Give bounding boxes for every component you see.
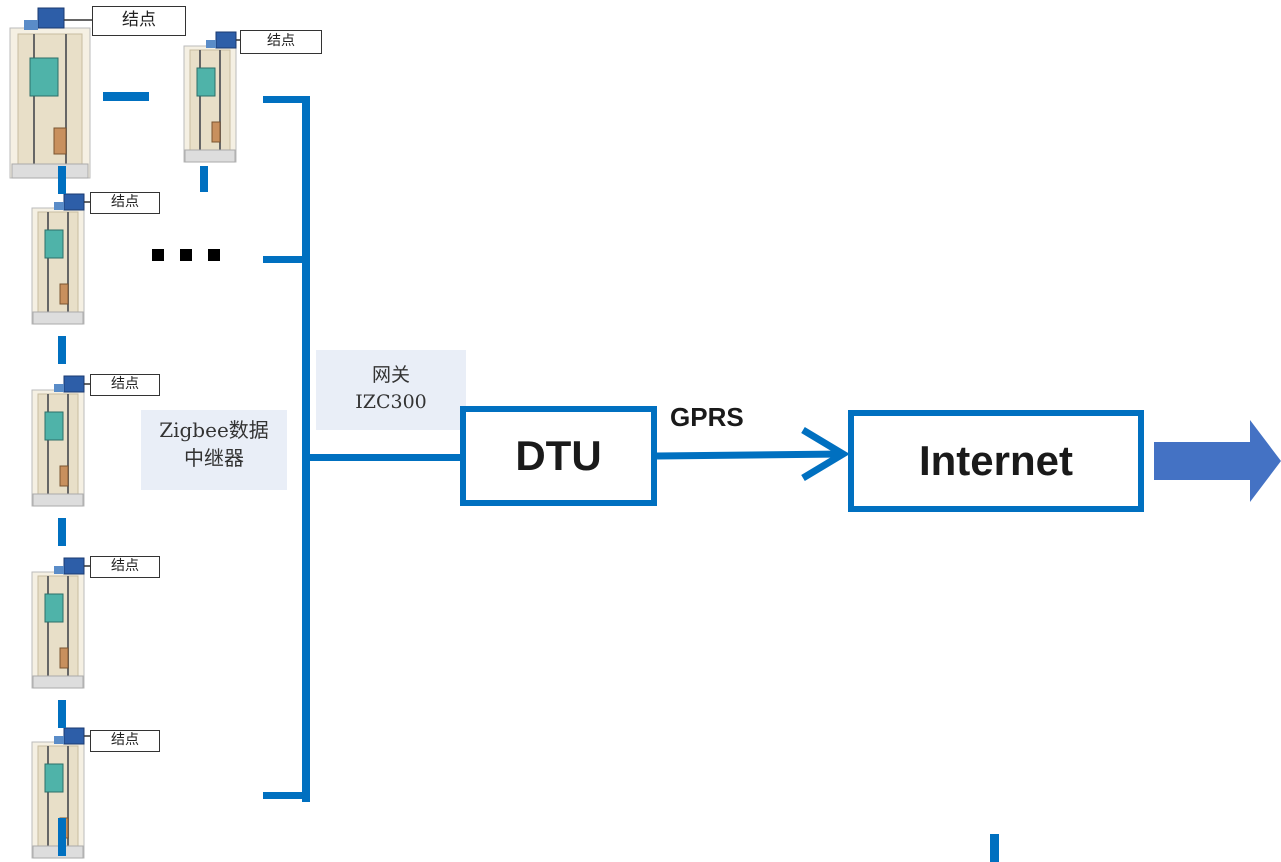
node-label: 结点 [90, 556, 160, 578]
gateway-label: 网关 IZC300 [316, 350, 466, 430]
gprs-label: GPRS [670, 402, 744, 432]
internet-box: Internet [848, 410, 1144, 512]
gateway-model: IZC300 [355, 390, 427, 413]
repeater-line2: 中继器 [184, 446, 244, 470]
link-segment [58, 700, 66, 728]
node-label: 结点 [90, 374, 160, 396]
repeater-label: Zigbee数据 中继器 [141, 410, 287, 490]
gateway-name: 网关 [371, 364, 410, 386]
arrow-right-icon [1154, 420, 1281, 502]
elevator-icon [31, 557, 90, 689]
link-segment [103, 92, 149, 101]
link-segment [58, 166, 66, 194]
dtu-box: DTU [460, 406, 657, 506]
bus-line [302, 96, 310, 802]
link-segment [58, 518, 66, 546]
bus-to-dtu-line [306, 454, 464, 461]
ellipsis-icon [180, 249, 192, 261]
ellipsis-icon [152, 249, 164, 261]
node-label: 结点 [90, 192, 160, 214]
elevator-icon [31, 193, 90, 325]
node-label: 结点 [90, 730, 160, 752]
node-label: 结点 [92, 6, 186, 36]
internet-label: Internet [918, 437, 1073, 484]
elevator-icon [183, 31, 242, 163]
node-label: 结点 [240, 30, 322, 54]
link-segment [200, 166, 208, 192]
link-segment [990, 834, 999, 862]
dtu-label: DTU [515, 432, 602, 479]
bus-tap [263, 96, 310, 103]
arrow-right-icon [657, 426, 850, 482]
repeater-line1: Zigbee数据 [159, 418, 269, 442]
bus-tap [263, 256, 310, 263]
elevator-icon [9, 7, 92, 179]
bus-tap [263, 792, 310, 799]
elevator-icon [31, 375, 90, 507]
link-segment [58, 818, 66, 856]
ellipsis-icon [208, 249, 220, 261]
link-segment [58, 336, 66, 364]
